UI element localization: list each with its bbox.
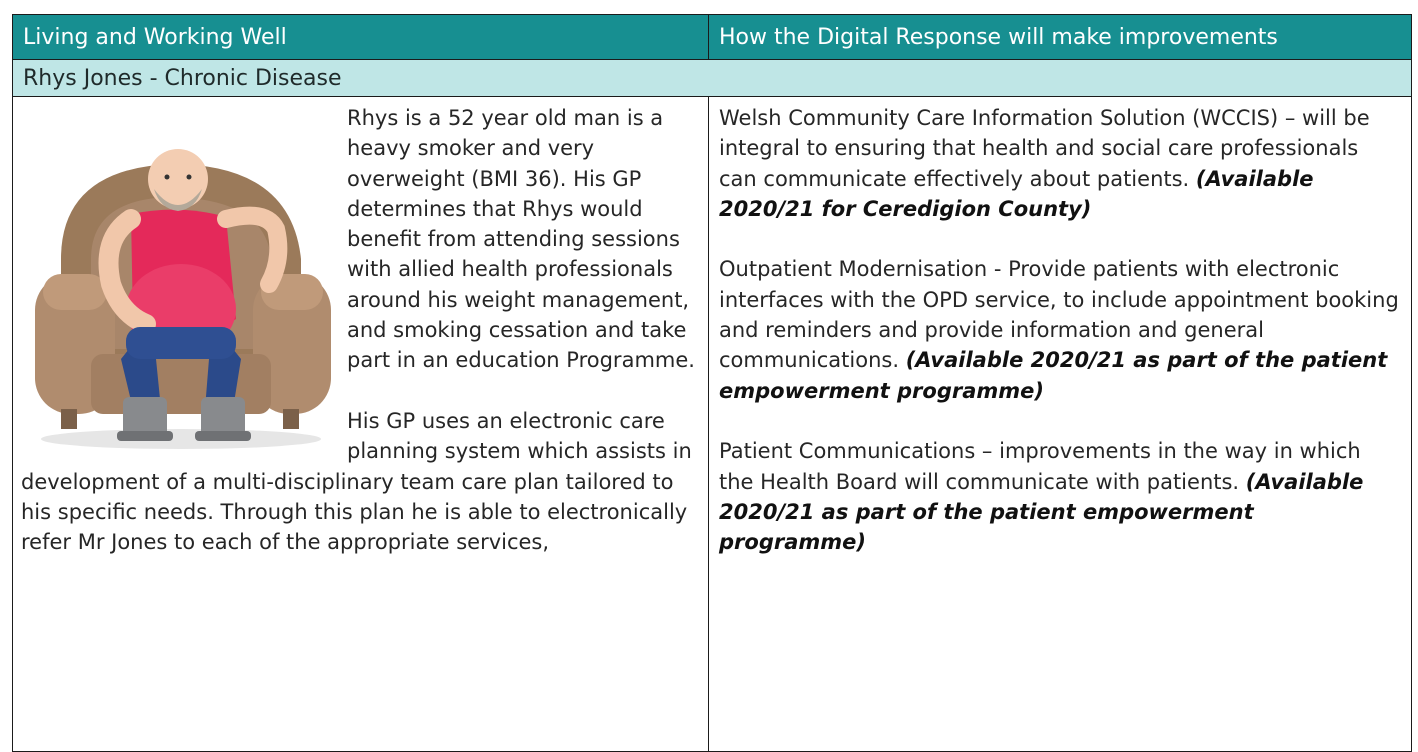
header-left-title: Living and Working Well [12,14,709,60]
improvement-item: Patient Communications – improvements in… [719,436,1401,557]
availability-note: (Available 2020/21 as part of the patien… [719,469,1364,555]
improvement-text: Outpatient Modernisation - Provide patie… [719,257,1399,373]
improvement-text: Welsh Community Care Information Solutio… [719,106,1370,191]
improvement-item: Welsh Community Care Information Solutio… [719,103,1401,224]
table-body-row: Rhys is a 52 year old man is a heavy smo… [12,96,1412,752]
availability-note: (Available 2020/21 as part of the patien… [719,348,1388,403]
case-study-table: Living and Working Well How the Digital … [12,14,1412,752]
scenario-cell: Rhys is a 52 year old man is a heavy smo… [12,96,709,752]
case-title: Rhys Jones - Chronic Disease [12,59,1412,97]
improvement-item: Outpatient Modernisation - Provide patie… [719,254,1401,405]
scenario-paragraph-1: Rhys is a 52 year old man is a heavy smo… [347,106,695,373]
table-header-row: Living and Working Well How the Digital … [12,14,1412,60]
document-page: Living and Working Well How the Digital … [12,14,1412,752]
improvements-cell: Welsh Community Care Information Solutio… [708,96,1412,752]
improvement-text: Patient Communications – improvements in… [719,439,1361,494]
availability-note: (Available 2020/21 for Ceredigion County… [719,166,1314,221]
header-right-title: How the Digital Response will make impro… [708,14,1412,60]
scenario-paragraph-2: His GP uses an electronic care planning … [21,408,692,555]
man-in-armchair-illustration [21,109,333,449]
table-subheader-row: Rhys Jones - Chronic Disease [12,59,1412,97]
